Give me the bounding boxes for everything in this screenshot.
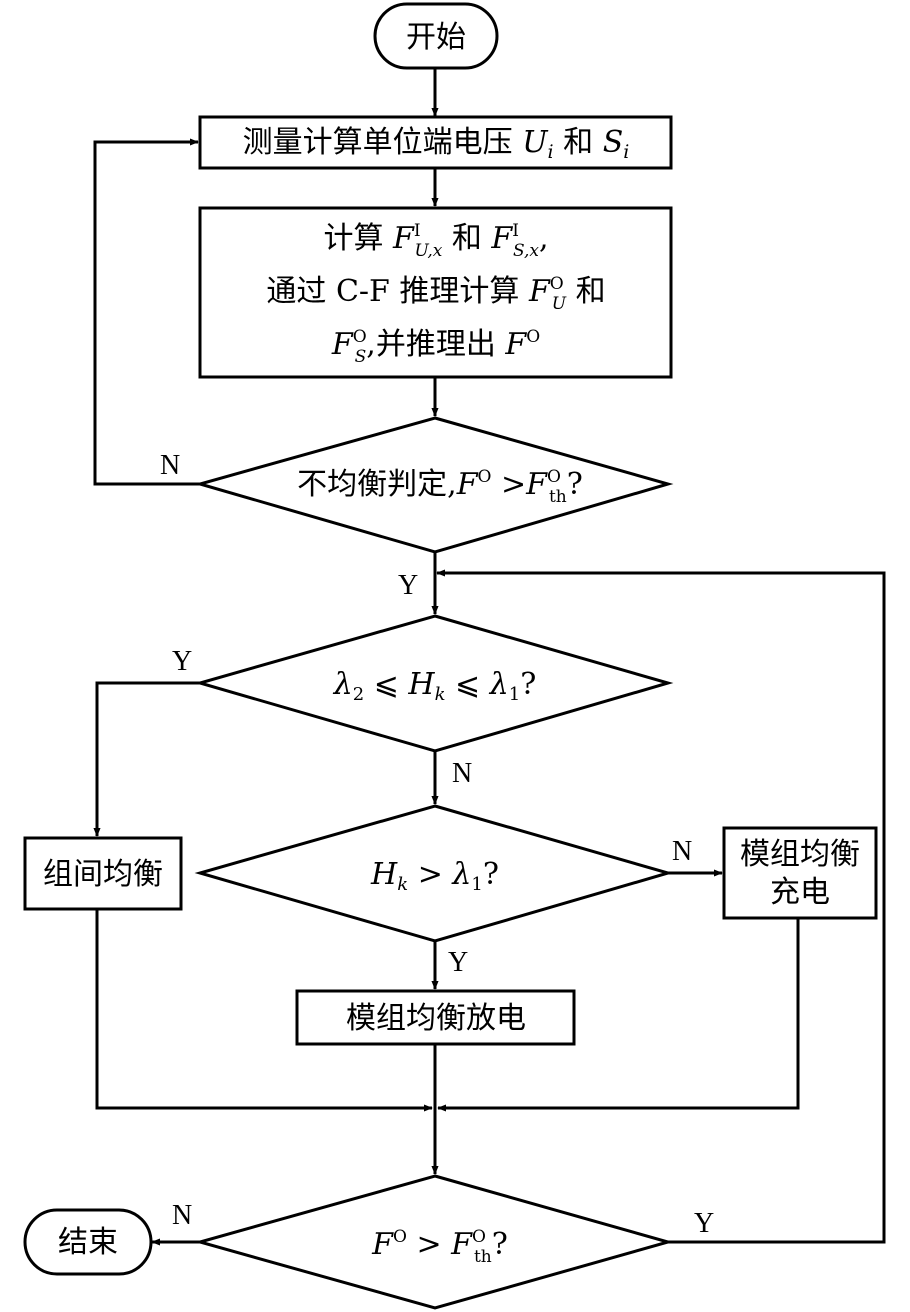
- label-hk-no: N: [672, 836, 692, 867]
- connectors: [93, 68, 886, 1246]
- imbalance-decision: [194, 416, 674, 554]
- lambda-decision: [194, 614, 674, 753]
- hk-decision: [194, 804, 674, 943]
- label-final-no: N: [172, 1200, 192, 1231]
- lambda-label: λ2 ⩽ Hk ⩽ λ1?: [333, 667, 537, 705]
- label-imbalance-no: N: [160, 450, 180, 481]
- edge-imbalance-no-loop: [93, 138, 200, 486]
- module-charge-label-2: 充电: [770, 875, 830, 910]
- edge-final-yes-loop: [436, 569, 886, 1244]
- hk-label: Hk > λ1?: [370, 857, 499, 895]
- compute-box: [198, 206, 673, 379]
- label-final-yes: Y: [694, 1208, 714, 1239]
- end-node: [23, 1208, 153, 1276]
- edge-inter-merge: [95, 909, 433, 1112]
- module-discharge-label: 模组均衡放电: [346, 1001, 526, 1036]
- module-charge-label-1: 模组均衡: [740, 837, 860, 872]
- final-decision: [194, 1174, 674, 1310]
- start-label: 开始: [406, 20, 466, 55]
- measure-label: 测量计算单位端电压 Ui 和 Si: [243, 125, 630, 163]
- module-charge-box: [722, 826, 878, 920]
- label-imbalance-yes: Y: [398, 570, 418, 601]
- label-lambda-yes: Y: [172, 646, 192, 677]
- module-discharge-box: [295, 989, 576, 1046]
- label-lambda-no: N: [452, 758, 472, 789]
- end-label: 结束: [58, 1225, 118, 1260]
- edge-charge-merge: [437, 918, 800, 1112]
- edge-lambda-yes: [93, 681, 200, 837]
- measure-box: [198, 115, 673, 170]
- start-node: [373, 2, 499, 70]
- label-hk-yes: Y: [448, 947, 468, 978]
- inter-group-box: [23, 836, 183, 911]
- inter-group-label: 组间均衡: [43, 857, 163, 892]
